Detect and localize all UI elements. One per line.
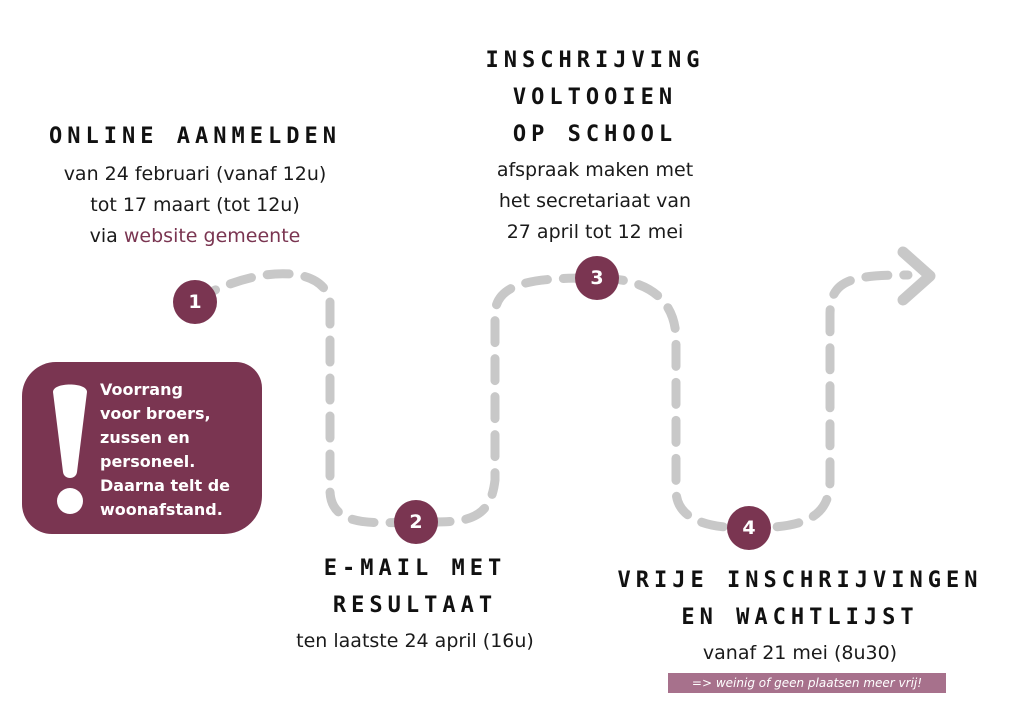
step-2-line-1: ten laatste 24 april (16u) (296, 630, 534, 652)
step-3-title-line-2: voltooien (512, 85, 678, 110)
step-2-circle: 2 (394, 500, 438, 544)
step-3-title-line-3: op school (512, 122, 678, 147)
step-1-line-1: van 24 februari (vanaf 12u) (63, 163, 327, 185)
step-3-line-3: 27 april tot 12 mei (506, 221, 684, 243)
arrow-head-icon (897, 246, 936, 306)
step-4-title-line-1: Vrije inschrijvingen (617, 568, 983, 593)
priority-notice-text: Voorrang voor broers, zussen en personee… (100, 378, 260, 522)
step-1-line-3: via website gemeente (10, 221, 380, 252)
step-3-line-2: het secretariaat van (498, 190, 692, 212)
notice-line-2: voor broers, (100, 404, 211, 423)
step-1-block: Online aanmelden van 24 februari (vanaf … (10, 118, 380, 252)
step-4-title-line-2: en wachtlijst (681, 605, 919, 630)
step-3-title-line-1: Inschrijving (485, 48, 705, 73)
notice-line-4: personeel. (100, 452, 196, 471)
step-4-block: Vrije inschrijvingen en wachtlijst vanaf… (600, 562, 1000, 669)
exclamation-icon (53, 384, 87, 514)
step-2-title-line-2: resultaat (332, 593, 498, 618)
step-4-circle: 4 (727, 506, 771, 550)
step-3-circle: 3 (575, 256, 619, 300)
step-3-line-1: afspraak maken met (496, 159, 694, 181)
step-3-block: Inschrijving voltooien op school afspraa… (430, 42, 760, 248)
notice-line-5: Daarna telt de (100, 476, 231, 495)
via-prefix: via (89, 225, 124, 247)
path-line (191, 269, 913, 533)
step-1-line-2: tot 17 maart (tot 12u) (90, 194, 300, 216)
step-4-line-1: vanaf 21 mei (8u30) (702, 642, 898, 664)
notice-line-3: zussen en (100, 428, 190, 447)
step-2-title-line-1: E-mail met (323, 556, 507, 581)
notice-line-1: Voorrang (100, 380, 183, 399)
website-gemeente-link[interactable]: website gemeente (123, 225, 301, 247)
step-1-circle: 1 (173, 280, 217, 324)
no-places-warning: => weinig of geen plaatsen meer vrij! (668, 673, 946, 693)
step-1-title: Online aanmelden (49, 124, 341, 149)
notice-line-6: woonafstand. (100, 500, 223, 519)
step-2-block: E-mail met resultaat ten laatste 24 apri… (240, 550, 590, 657)
